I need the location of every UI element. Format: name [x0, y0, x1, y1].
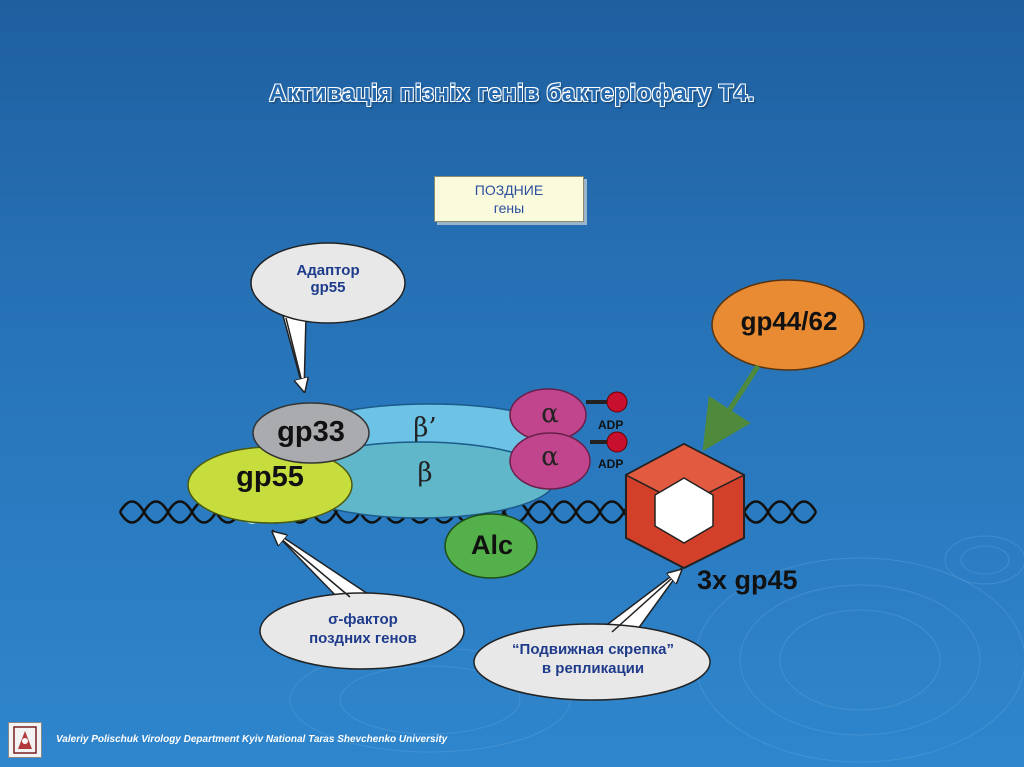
late-genes-line-1: ПОЗДНИЕ	[474, 182, 544, 198]
sigma-line-2: поздних генов	[309, 630, 417, 647]
alpha-label-1: α	[541, 399, 559, 429]
gp4462-arrow	[702, 364, 761, 452]
slide-title: Активація пізніх генів бактеріофагу Т4.	[269, 80, 755, 107]
adp-label-2: ADP	[598, 457, 624, 471]
gp33-label: gp33	[277, 416, 345, 448]
gp4462-protein	[711, 279, 865, 371]
gp45-label: 3x gp45	[697, 565, 798, 595]
beta-label: β	[417, 458, 433, 488]
university-logo	[8, 722, 42, 758]
clamp-line-1: “Подвижная скрепка”	[512, 641, 674, 658]
gp33-protein	[252, 402, 370, 464]
adaptor-line-2: gp55	[310, 279, 346, 296]
alpha-label-2: α	[541, 442, 559, 472]
alpha-subunit-2	[509, 432, 591, 490]
adp-label-1: ADP	[598, 418, 624, 432]
late-genes-line-2: гены	[493, 200, 525, 216]
clamp-line-2: в репликации	[541, 660, 645, 677]
adp-ball-2	[606, 431, 628, 453]
gp55-label: gp55	[236, 461, 304, 493]
sigma-callout	[259, 529, 465, 670]
alc-protein	[444, 513, 538, 579]
beta-prime-label: β’	[413, 413, 437, 443]
alc-label: Alc	[470, 530, 514, 560]
late-genes-box: ПОЗДНИЕ гены	[434, 176, 584, 222]
gp4462-label: gp44/62	[740, 306, 838, 336]
adaptor-callout	[250, 242, 406, 392]
sigma-callout-text: σ-фактор поздних генов	[268, 610, 458, 648]
gp45-clamp	[624, 442, 746, 570]
footer-credit: Valeriy Polischuk Virology Department Ky…	[56, 734, 448, 745]
clamp-callout	[473, 567, 711, 701]
sigma-line-1: σ-фактор	[328, 611, 398, 628]
adaptor-callout-text: Адаптор gp55	[258, 262, 398, 296]
adp-ball-1	[606, 391, 628, 413]
clamp-callout-text: “Подвижная скрепка” в репликации	[478, 640, 708, 678]
adaptor-line-1: Адаптор	[296, 262, 360, 279]
